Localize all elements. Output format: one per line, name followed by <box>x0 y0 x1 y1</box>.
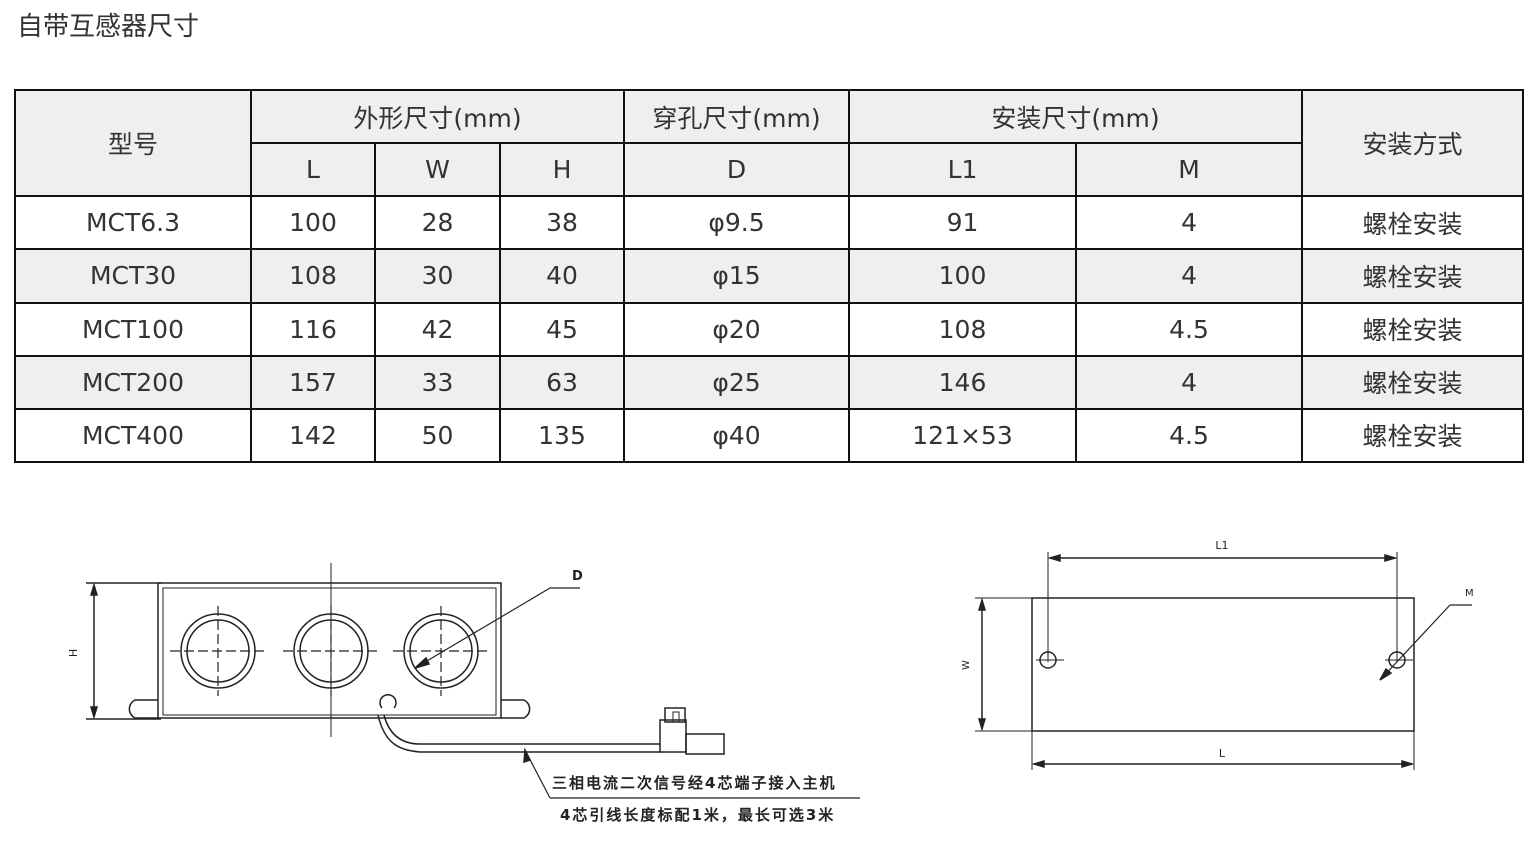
front-view-drawing: H D 三相电流二次信号经4芯端子接入主机 4芯引线长度标配1米，最长可选3米 <box>67 563 860 824</box>
cell-L: 116 <box>250 301 376 357</box>
cell-model: MCT200 <box>14 354 252 410</box>
cell-model: MCT400 <box>14 407 252 464</box>
cell-model: MCT30 <box>14 248 252 304</box>
cell-L: 108 <box>250 248 376 304</box>
cell-method: 螺栓安装 <box>1301 407 1525 464</box>
cell-M: 4.5 <box>1075 301 1304 357</box>
cell-model: MCT6.3 <box>14 195 252 251</box>
cell-W: 30 <box>374 248 501 304</box>
dimension-table: 型号 外形尺寸(mm) 穿孔尺寸(mm) 安装尺寸(mm) 安装方式 L W H… <box>14 88 1525 464</box>
subheader-L: L <box>250 142 376 198</box>
header-install-size: 安装尺寸(mm) <box>848 88 1304 145</box>
cell-L: 142 <box>250 407 376 464</box>
label-L: L <box>1219 747 1226 760</box>
label-D: D <box>572 569 583 584</box>
subheader-M: M <box>1075 142 1304 198</box>
cell-L: 157 <box>250 354 376 410</box>
subheader-D: D <box>623 142 851 198</box>
page-title: 自带互感器尺寸 <box>17 12 200 42</box>
cell-L: 100 <box>250 195 376 251</box>
cell-H: 63 <box>498 354 626 410</box>
table-row: MCT6.3 100 28 38 φ9.5 91 4 螺栓安装 <box>14 195 1525 251</box>
cell-model: MCT100 <box>14 301 252 357</box>
cell-H: 40 <box>498 248 626 304</box>
cell-D: φ15 <box>623 248 851 304</box>
cell-method: 螺栓安装 <box>1301 195 1525 251</box>
cell-method: 螺栓安装 <box>1301 354 1525 410</box>
cell-L1: 91 <box>848 195 1078 251</box>
table-row: MCT200 157 33 63 φ25 146 4 螺栓安装 <box>14 354 1525 410</box>
table-row: MCT100 116 42 45 φ20 108 4.5 螺栓安装 <box>14 301 1525 357</box>
cell-H: 45 <box>498 301 626 357</box>
cell-W: 50 <box>374 407 501 464</box>
cell-method: 螺栓安装 <box>1301 301 1525 357</box>
subheader-W: W <box>374 142 501 198</box>
header-hole-size: 穿孔尺寸(mm) <box>623 88 851 145</box>
top-view-drawing: L1 W M L <box>961 539 1474 770</box>
cell-M: 4 <box>1075 248 1304 304</box>
cell-M: 4.5 <box>1075 407 1304 464</box>
subheader-L1: L1 <box>848 142 1078 198</box>
header-outer-size: 外形尺寸(mm) <box>249 88 626 145</box>
table-row: MCT400 142 50 135 φ40 121×53 4.5 螺栓安装 <box>14 407 1525 464</box>
label-L1: L1 <box>1215 539 1228 552</box>
cable-note-line2: 4芯引线长度标配1米，最长可选3米 <box>560 806 835 824</box>
cell-D: φ25 <box>623 354 851 410</box>
cell-D: φ9.5 <box>623 195 851 251</box>
cell-D: φ40 <box>623 407 851 464</box>
cell-D: φ20 <box>623 301 851 357</box>
label-W: W <box>961 660 972 670</box>
cell-W: 28 <box>374 195 501 251</box>
cell-L1: 121×53 <box>848 407 1078 464</box>
cell-M: 4 <box>1075 354 1304 410</box>
cell-M: 4 <box>1075 195 1304 251</box>
cell-L1: 146 <box>848 354 1078 410</box>
label-H: H <box>67 649 80 657</box>
cell-W: 42 <box>374 301 501 357</box>
table-row: MCT30 108 30 40 φ15 100 4 螺栓安装 <box>14 248 1525 304</box>
header-model: 型号 <box>14 88 252 198</box>
cell-H: 135 <box>498 407 626 464</box>
cell-L1: 108 <box>848 301 1078 357</box>
cell-W: 33 <box>374 354 501 410</box>
subheader-H: H <box>498 142 626 198</box>
label-M: M <box>1465 588 1474 599</box>
header-install-method: 安装方式 <box>1301 88 1525 198</box>
cell-method: 螺栓安装 <box>1301 248 1525 304</box>
cell-L1: 100 <box>848 248 1078 304</box>
cable-note-line1: 三相电流二次信号经4芯端子接入主机 <box>552 774 836 792</box>
cell-H: 38 <box>498 195 626 251</box>
